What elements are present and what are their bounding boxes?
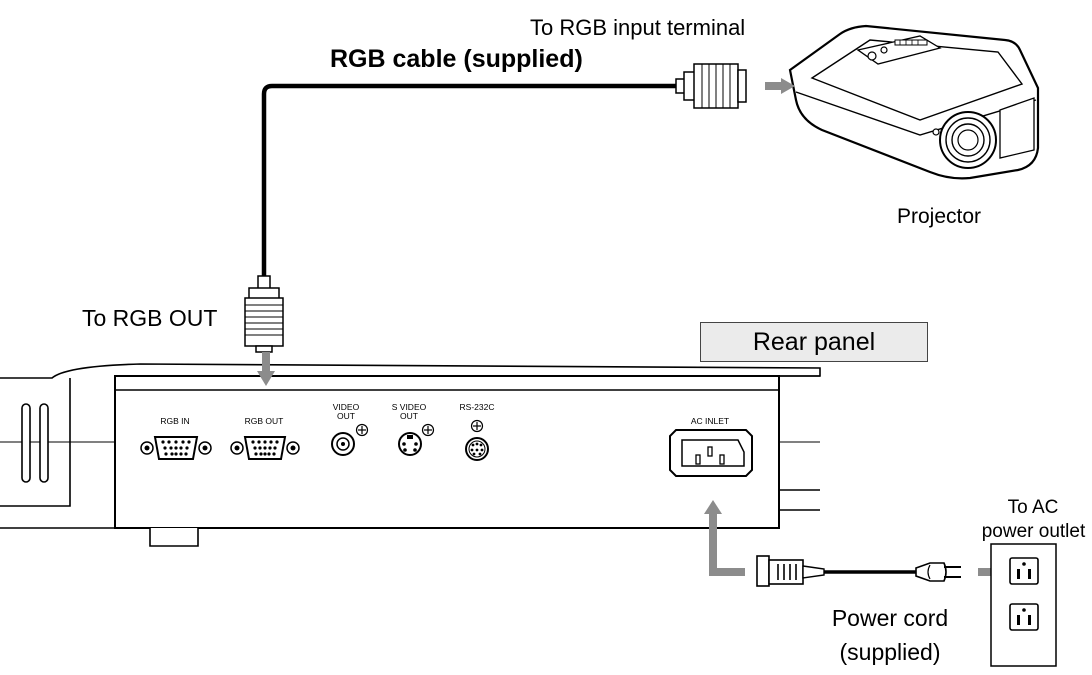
rgb-in-port bbox=[140, 436, 212, 460]
label-rgb-out: To RGB OUT bbox=[82, 305, 218, 331]
wall-outlet bbox=[990, 543, 1057, 667]
label-ac-outlet-line1: To AC bbox=[1007, 497, 1059, 518]
projector bbox=[788, 24, 1040, 180]
s-video-out-port bbox=[398, 423, 435, 456]
port-label-rgb-in: RGB IN bbox=[160, 416, 190, 426]
arrow-to-ac-inlet bbox=[704, 500, 745, 576]
side-vent bbox=[21, 403, 49, 483]
port-label-s-video-out-line1: S VIDEO bbox=[391, 402, 427, 412]
rgb-cable bbox=[261, 83, 680, 280]
device-rear-view bbox=[0, 363, 821, 547]
rgb-cable-connector-bottom bbox=[244, 275, 284, 353]
label-projector: Projector bbox=[897, 205, 982, 228]
rs232c-port bbox=[465, 419, 489, 461]
port-label-ac-inlet: AC INLET bbox=[690, 416, 730, 426]
port-label-s-video-out-line2: OUT bbox=[400, 411, 418, 421]
label-ac-outlet-line2: power outlet bbox=[981, 521, 1086, 542]
port-label-rgb-out: RGB OUT bbox=[244, 416, 284, 426]
port-label-video-out-line2: OUT bbox=[337, 411, 355, 421]
projector-lens bbox=[939, 111, 997, 169]
rgb-cable-connector-top bbox=[675, 63, 747, 109]
ac-inlet-port bbox=[669, 429, 753, 477]
power-cord bbox=[756, 555, 961, 587]
port-label-rs232c: RS-232C bbox=[459, 402, 495, 412]
port-label-video-out-line1: VIDEO bbox=[332, 402, 360, 412]
video-out-port bbox=[331, 423, 369, 456]
label-power-cord-line1: Power cord bbox=[831, 605, 949, 631]
rgb-out-port bbox=[230, 436, 300, 460]
label-rgb-input-terminal: To RGB input terminal bbox=[530, 15, 746, 40]
foot bbox=[149, 528, 199, 547]
arrow-to-projector bbox=[765, 78, 795, 94]
label-rear-panel: Rear panel bbox=[700, 322, 928, 362]
label-rgb-cable: RGB cable (supplied) bbox=[330, 45, 583, 73]
arrow-to-rgb-out bbox=[257, 352, 275, 386]
label-power-cord-line2: (supplied) bbox=[839, 639, 941, 665]
